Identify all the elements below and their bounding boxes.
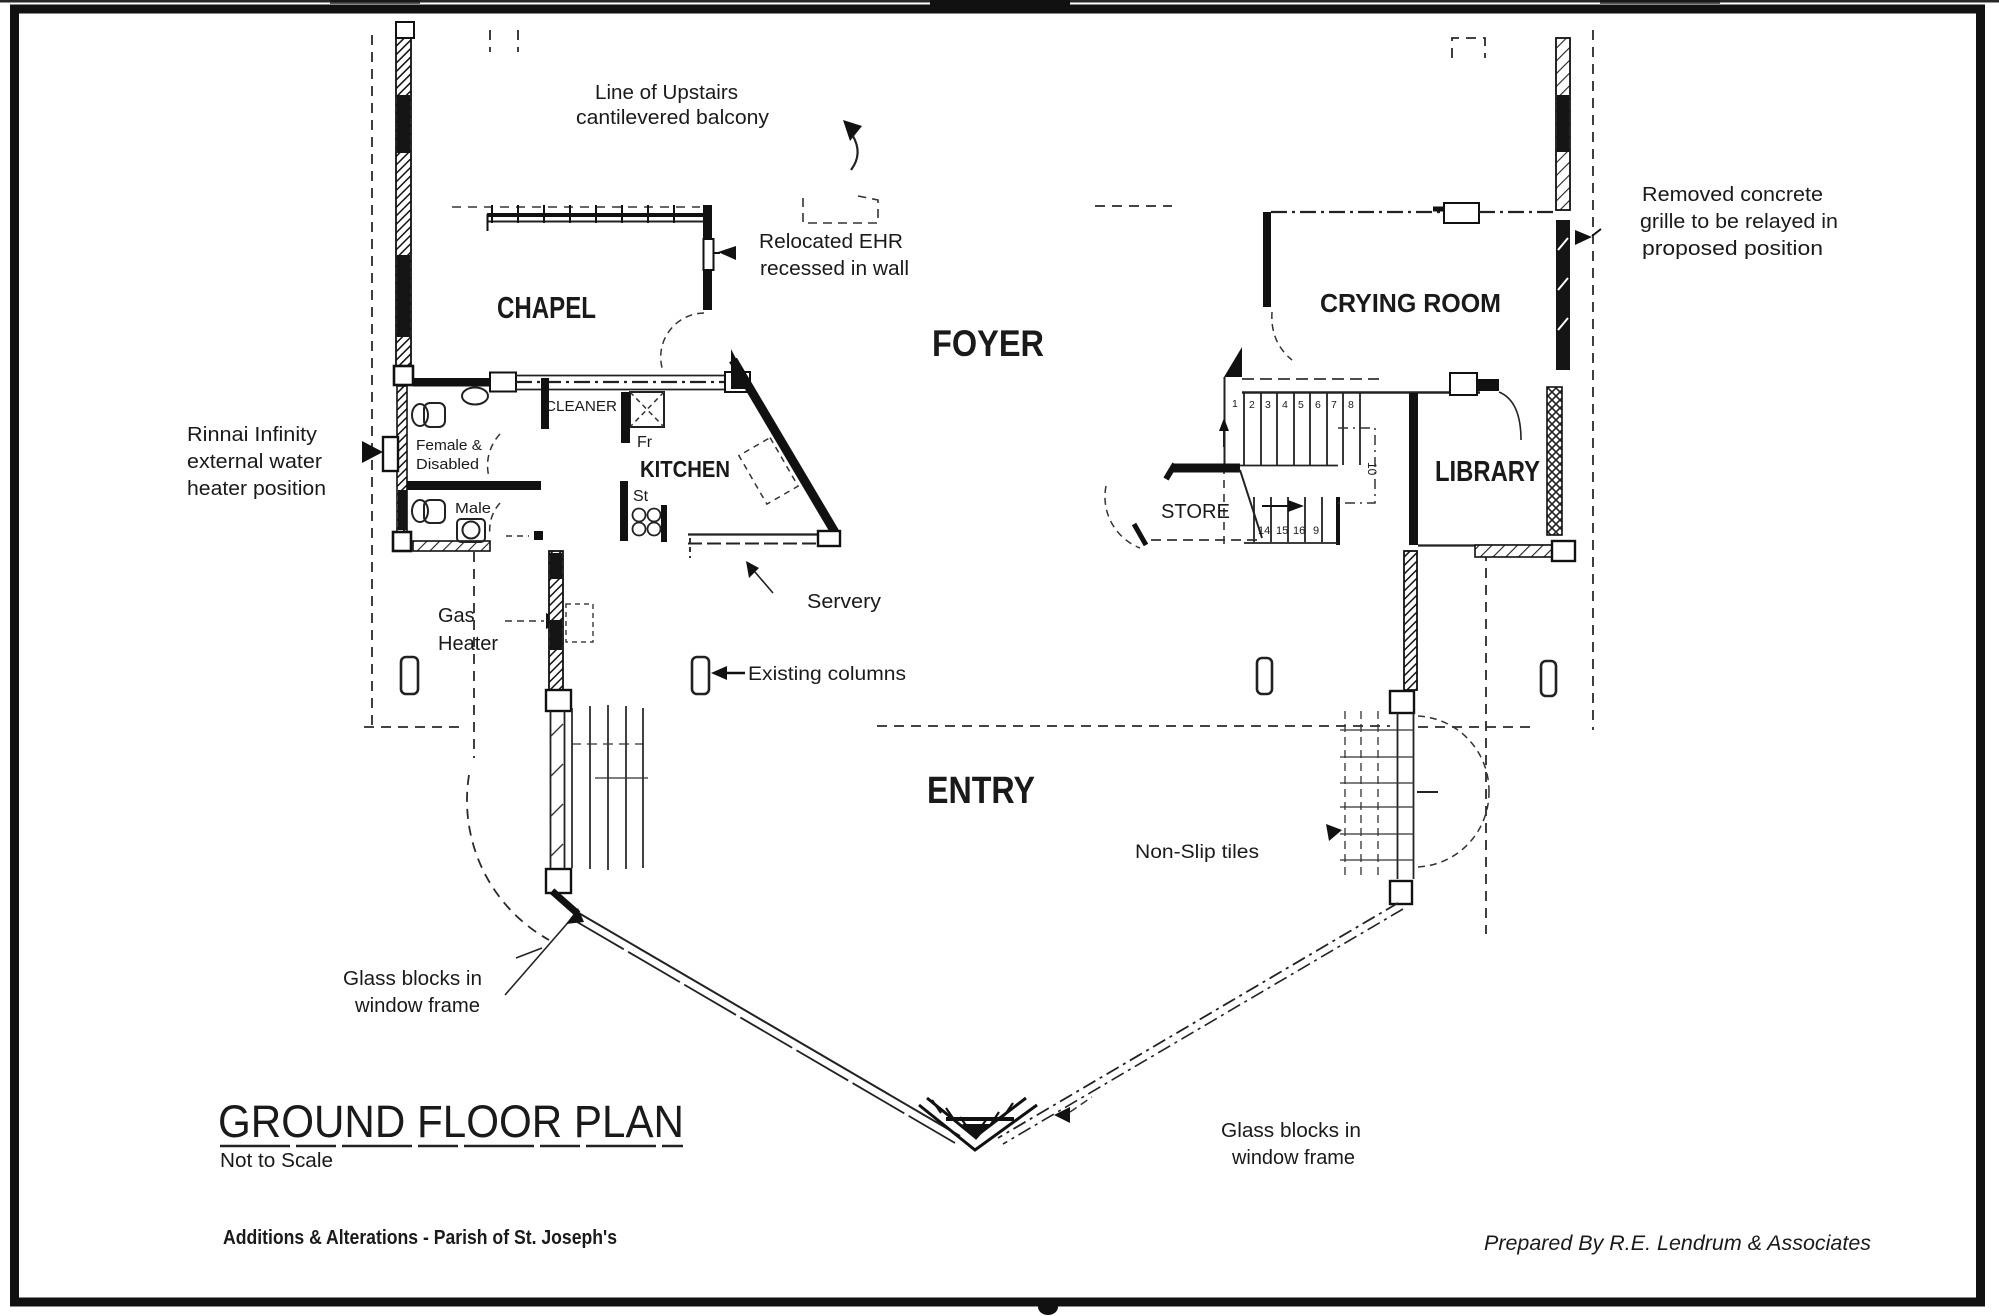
svg-text:CLEANER: CLEANER	[545, 398, 617, 415]
svg-text:15: 15	[1276, 525, 1288, 537]
svg-text:4: 4	[1282, 399, 1288, 411]
svg-text:proposed position: proposed position	[1642, 238, 1823, 260]
svg-text:GROUND FLOOR PLAN: GROUND FLOOR PLAN	[218, 1096, 684, 1147]
svg-text:10: 10	[1365, 462, 1379, 476]
svg-text:KITCHEN: KITCHEN	[640, 456, 730, 482]
svg-text:Female &: Female &	[416, 437, 482, 454]
svg-text:LIBRARY: LIBRARY	[1435, 456, 1540, 488]
svg-text:window frame: window frame	[1231, 1147, 1355, 1169]
svg-text:Existing columns: Existing columns	[748, 664, 906, 685]
svg-text:Servery: Servery	[807, 591, 881, 613]
svg-text:Gas: Gas	[438, 605, 475, 627]
svg-text:external water: external water	[187, 451, 322, 473]
svg-text:FOYER: FOYER	[932, 323, 1044, 364]
svg-text:6: 6	[1315, 399, 1321, 411]
svg-text:Additions & Alterations - Pari: Additions & Alterations - Parish of St. …	[223, 1227, 617, 1249]
svg-text:Heater: Heater	[438, 633, 498, 655]
svg-text:Male: Male	[455, 500, 491, 517]
svg-text:2: 2	[1249, 399, 1255, 411]
svg-text:CRYING ROOM: CRYING ROOM	[1320, 288, 1501, 318]
svg-text:3: 3	[1265, 399, 1271, 411]
svg-text:Fr: Fr	[637, 434, 653, 451]
svg-text:16: 16	[1293, 525, 1305, 537]
svg-text:Not to Scale: Not to Scale	[220, 1150, 333, 1172]
svg-text:Relocated EHR: Relocated EHR	[759, 231, 903, 253]
svg-text:ENTRY: ENTRY	[927, 770, 1035, 812]
svg-text:Disabled: Disabled	[416, 456, 479, 473]
svg-text:St: St	[633, 488, 649, 505]
svg-text:5: 5	[1298, 399, 1304, 411]
svg-text:grille to be relayed in: grille to be relayed in	[1640, 211, 1838, 233]
svg-text:recessed in wall: recessed in wall	[760, 258, 909, 280]
svg-text:Removed concrete: Removed concrete	[1642, 184, 1823, 206]
svg-text:Line of Upstairs: Line of Upstairs	[595, 82, 738, 104]
svg-text:Non-Slip tiles: Non-Slip tiles	[1135, 842, 1259, 863]
svg-text:STORE: STORE	[1161, 501, 1230, 523]
svg-text:Glass blocks in: Glass blocks in	[343, 968, 482, 990]
svg-text:CHAPEL: CHAPEL	[497, 290, 596, 325]
svg-text:heater position: heater position	[187, 478, 326, 500]
svg-text:1: 1	[1232, 398, 1238, 410]
svg-text:Prepared By R.E. Lendrum & Ass: Prepared By R.E. Lendrum & Associates	[1484, 1232, 1871, 1255]
svg-text:7: 7	[1331, 399, 1337, 411]
svg-text:window frame: window frame	[354, 995, 480, 1017]
svg-text:Rinnai Infinity: Rinnai Infinity	[187, 424, 317, 446]
svg-text:cantilevered balcony: cantilevered balcony	[576, 107, 769, 129]
svg-text:9: 9	[1313, 525, 1319, 537]
svg-text:8: 8	[1348, 399, 1354, 411]
svg-text:Glass blocks in: Glass blocks in	[1221, 1120, 1361, 1142]
